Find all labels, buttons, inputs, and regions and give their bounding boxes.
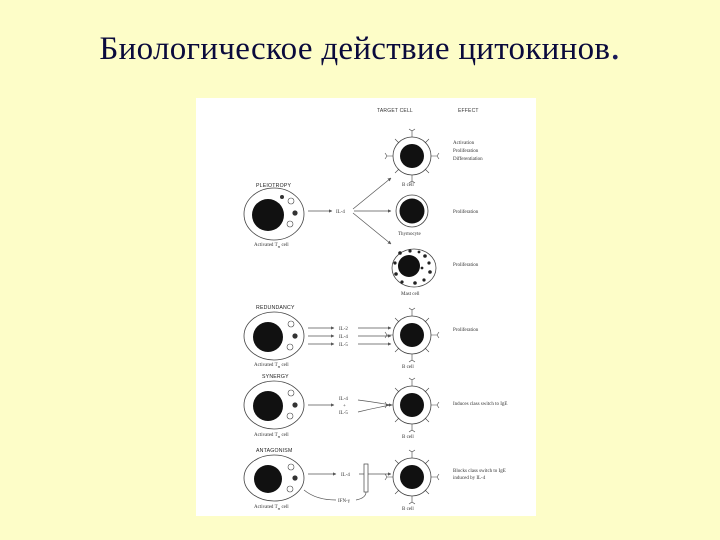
th-cell-antagonism <box>243 454 305 502</box>
synergy-plus: + <box>343 404 346 409</box>
th-cell-synergy <box>243 380 305 430</box>
label-b-cell-1: B cell <box>402 183 414 188</box>
section-redundancy: REDUNDANCY <box>256 305 295 311</box>
b-cell-pleiotropy <box>384 128 440 184</box>
label-mast-cell: Mast cell <box>401 292 420 297</box>
b-cell-redundancy <box>384 307 440 363</box>
slide-title-text: Биологическое действие цитокинов <box>99 31 611 67</box>
cytokine-ifn-gamma: IFN-γ <box>338 499 351 504</box>
cytokine-diagram: TARGET CELL EFFECT PLEIOTROPY Activated … <box>243 108 507 512</box>
mast-cell <box>391 248 437 288</box>
label-thymocyte: Thymocyte <box>398 232 422 237</box>
th-cell-pleiotropy <box>243 187 305 241</box>
effect-induces-ige: Induces class switch to IgE <box>453 402 507 407</box>
label-activated-th-4: Activated TH cell <box>254 505 289 511</box>
label-activated-th-2: Activated TH cell <box>254 363 289 369</box>
label-b-cell-3: B cell <box>402 435 414 440</box>
section-antagonism: ANTAGONISM <box>256 448 293 454</box>
header-target-cell: TARGET CELL <box>377 108 413 114</box>
cytokine-il4-redundancy: IL-4 <box>339 335 348 340</box>
label-activated-th-1: Activated TH cell <box>254 243 289 249</box>
slide-title: Биологическое действие цитокинов. <box>0 22 720 69</box>
cytokine-il4-pleiotropy: IL-4 <box>336 210 345 215</box>
cytokine-il5-synergy: IL-5 <box>339 411 348 416</box>
effect-differentiation: Differentiation <box>453 157 483 162</box>
label-activated-th-3: Activated TH cell <box>254 433 289 439</box>
section-synergy: SYNERGY <box>262 374 289 380</box>
b-cell-antagonism <box>384 449 440 505</box>
cytokine-il5-redundancy: IL-5 <box>339 343 348 348</box>
effect-blocks-ige-1: Blocks class switch to IgE <box>453 469 506 474</box>
effect-proliferation-3: Proliferation <box>453 263 479 268</box>
effect-blocks-ige-2: induced by IL-4 <box>453 476 486 481</box>
cytokine-il2-redundancy: IL-2 <box>339 327 348 332</box>
cytokine-il4-antagonism: IL-4 <box>341 473 350 478</box>
effect-proliferation-1: Proliferation <box>453 149 479 154</box>
effect-proliferation-2: Proliferation <box>453 210 479 215</box>
b-cell-synergy <box>384 377 440 433</box>
cytokine-il4-synergy: IL-4 <box>339 397 348 402</box>
header-effect: EFFECT <box>458 108 479 114</box>
antagonism-block-bar <box>363 463 369 493</box>
label-b-cell-4: B cell <box>402 507 414 512</box>
thymocyte-cell <box>395 194 429 228</box>
effect-activation: Activation <box>453 141 475 146</box>
cytokine-figure: TARGET CELL EFFECT PLEIOTROPY Activated … <box>196 98 536 516</box>
effect-proliferation-4: Proliferation <box>453 328 479 333</box>
label-b-cell-2: B cell <box>402 365 414 370</box>
th-cell-redundancy <box>243 311 305 361</box>
slide-title-dot: . <box>610 23 621 68</box>
section-pleiotropy: PLEIOTROPY <box>256 183 291 189</box>
